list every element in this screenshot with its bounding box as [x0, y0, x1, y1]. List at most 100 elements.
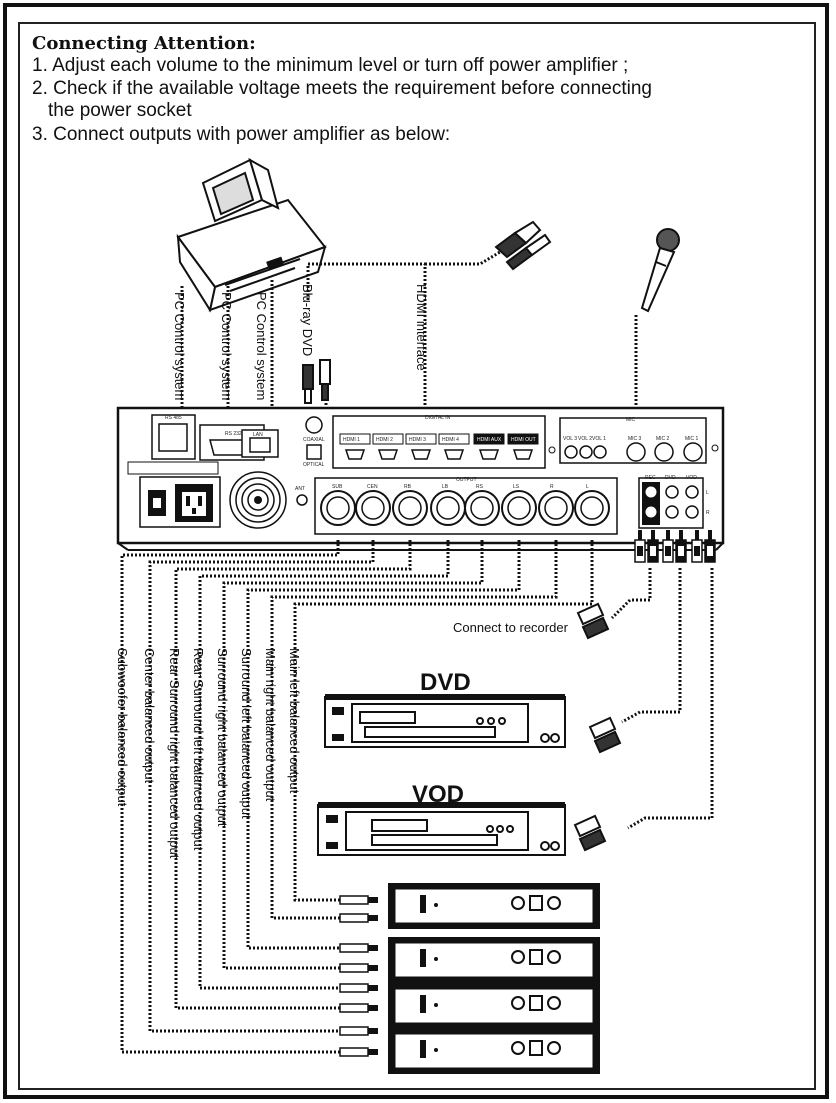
right-jack-label: R	[706, 510, 710, 516]
output-port-label: SUB	[332, 484, 343, 490]
vod-jack-label: VOD	[686, 475, 697, 481]
pc-control-label-2: PC Control system	[219, 292, 234, 400]
rca-plug	[675, 530, 687, 563]
dvd-title: DVD	[420, 669, 471, 696]
hdmi-port-label: HDMI OUT	[511, 437, 536, 443]
output-port-label: R	[550, 484, 554, 490]
recorder-label: Connect to recorder	[453, 620, 569, 635]
dvd-plug-icon	[588, 716, 622, 754]
vod-player-icon	[317, 802, 566, 856]
rear-panel: RS 485 RS 232 LAN COAXIAL OPTICAL DIGITA…	[116, 406, 725, 551]
hdmi-port-1: HDMI 1	[339, 433, 371, 460]
power-amplifier-1	[388, 883, 600, 929]
mic-control-label: MIC 2	[656, 436, 670, 442]
output-line	[222, 540, 484, 970]
optical-label: OPTICAL	[303, 462, 325, 468]
hdmi-port-label: HDMI 3	[409, 437, 426, 443]
hdmi-port-label: HDMI 2	[376, 437, 393, 443]
mic-control-label: VOL 1	[592, 436, 606, 442]
output-line	[148, 540, 375, 1033]
mic-control-3: VOL 1	[592, 436, 607, 459]
instruction-1: 1. Adjust each volume to the minimum lev…	[32, 55, 629, 76]
rca-plug	[691, 530, 703, 563]
output-port-rs: RS	[464, 484, 500, 526]
xlr-plug	[339, 913, 378, 923]
output-port-label: LB	[442, 484, 449, 490]
output-port-r: R	[538, 484, 574, 526]
output-label-6: Rear Surround right balanced output	[167, 648, 182, 859]
mic-control-label: VOL 2	[578, 436, 592, 442]
hdmi-port-label: HDMI 1	[343, 437, 360, 443]
output-port-sub: SUB	[320, 484, 356, 526]
pc-control-label-1: PC Control system	[172, 292, 187, 400]
rca-plug	[647, 530, 659, 563]
vod-plug-icon	[573, 814, 607, 852]
hdmi-port-3: HDMI 3	[405, 433, 437, 460]
xlr-plug	[339, 943, 378, 953]
output-line	[198, 540, 450, 990]
output-port-label: RS	[476, 484, 484, 490]
pc-control-label-3: PC Control system	[254, 292, 269, 400]
dvd-player-icon	[324, 694, 566, 748]
rec-label: REC	[645, 475, 656, 481]
bluray-plug-icon	[302, 359, 331, 404]
bluray-label: Blu-ray DVD	[300, 284, 315, 356]
ant-label: ANT	[295, 486, 305, 492]
output-port-rb: RB	[392, 484, 428, 526]
mic-control-label: MIC 3	[628, 436, 642, 442]
mic-control-2: VOL 2	[578, 436, 593, 459]
hdmi-port-label: HDMI 4	[442, 437, 459, 443]
digital-in-label: DIGITAL IN	[425, 415, 451, 421]
xlr-plug	[339, 983, 378, 993]
output-port-l: L	[574, 484, 610, 526]
mic-control-1: VOL 3	[563, 436, 578, 459]
pc-computer-icon	[176, 157, 327, 313]
mic-control-label: MIC 1	[685, 436, 699, 442]
rs232-label: RS 232	[225, 431, 242, 437]
rca-plug	[634, 530, 646, 563]
xlr-plug	[339, 1003, 378, 1013]
output-label-3: Surround left balanced output	[239, 648, 254, 819]
section-title: Connecting Attention:	[32, 33, 256, 54]
coaxial-label: COAXIAL	[303, 437, 325, 443]
output-line	[120, 540, 340, 1054]
output-port-label: RB	[404, 484, 412, 490]
lan-label: LAN	[253, 432, 263, 438]
outer-frame	[3, 3, 829, 1099]
rca-plug	[662, 530, 674, 563]
instruction-2: 2. Check if the available voltage meets …	[32, 78, 652, 99]
xlr-plug	[339, 1026, 378, 1036]
output-label-4: Surround right balanced output	[215, 648, 230, 827]
hdmi-port-2: HDMI 2	[372, 433, 404, 460]
hdmi-port-6: HDMI OUT	[507, 433, 539, 460]
power-amplifier-4	[388, 1028, 600, 1074]
output-port-label: LS	[513, 484, 520, 490]
output-port-lb: LB	[430, 484, 466, 526]
xlr-plug	[339, 963, 378, 973]
output-label-2: Main right balanced output	[263, 648, 278, 802]
instruction-2-cont: the power socket	[48, 100, 192, 121]
mic-control-4: MIC 3	[626, 436, 646, 462]
output-line	[270, 540, 558, 920]
mic-label: MIC	[626, 417, 636, 423]
optical-cable-icon	[494, 220, 552, 271]
power-amplifier-2	[388, 937, 600, 983]
power-amplifier-3	[388, 983, 600, 1029]
output-port-label: CEN	[367, 484, 378, 490]
mic-control-6: MIC 1	[683, 436, 703, 462]
output-line	[246, 540, 521, 950]
rs485-label: RS 485	[165, 415, 182, 421]
microphone-icon	[640, 228, 680, 313]
mic-control-5: MIC 2	[654, 436, 674, 462]
recorder-plug-icon	[576, 602, 610, 640]
output-port-cen: CEN	[355, 484, 391, 526]
output-label-5: Rear Surround left balanced output	[191, 648, 206, 851]
dvd-jack-label: DVD	[665, 475, 676, 481]
xlr-plug	[339, 1047, 378, 1057]
hdmi-port-label: HDMI AUX	[477, 437, 502, 443]
output-label: OUTPUT	[456, 477, 477, 483]
hdmi-port-5: HDMI AUX	[473, 433, 505, 460]
output-label-7: Center balanced output	[142, 648, 157, 784]
output-port-label: L	[586, 484, 589, 490]
